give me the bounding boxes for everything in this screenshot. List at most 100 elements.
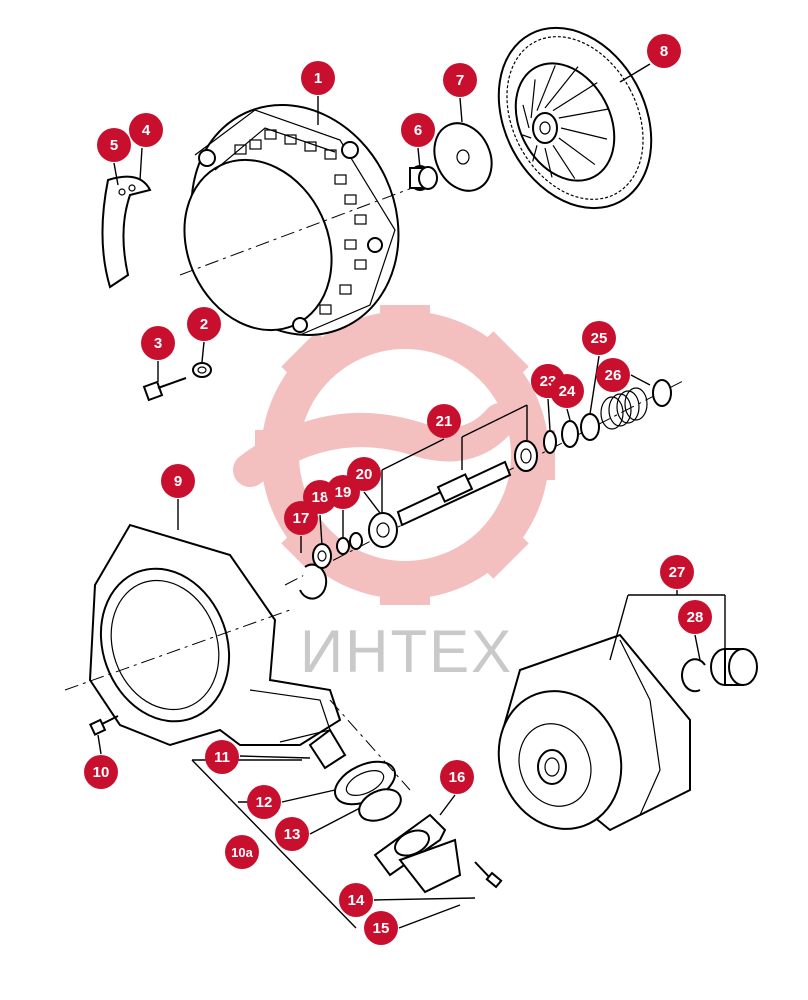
callout-1: 1 [301, 61, 335, 95]
callout-16: 16 [440, 760, 474, 794]
callout-label: 3 [154, 335, 162, 352]
leader-line [139, 147, 143, 181]
leader-line [363, 491, 381, 514]
fan-blade [558, 108, 609, 119]
leader-line [201, 341, 205, 363]
callout-27: 27 [660, 555, 694, 589]
callout-8: 8 [647, 34, 681, 68]
callout-label: 16 [449, 769, 466, 786]
part-drum-27 [497, 633, 691, 832]
part-bearing-20 [368, 512, 398, 548]
callouts: 1234567891010a11121314151617181920212223… [84, 34, 712, 945]
part-plate-11 [308, 728, 347, 770]
part-ring-18 [312, 543, 332, 569]
callout-label: 25 [591, 330, 608, 347]
housing-window [334, 174, 347, 185]
callout-label: 26 [605, 367, 622, 384]
part-bracket [101, 175, 152, 289]
fan-blade [560, 127, 608, 140]
callout-circle [247, 785, 281, 819]
part-ring-24 [580, 413, 600, 441]
leader-line [398, 904, 461, 929]
callout-label: 10a [231, 845, 253, 860]
callout-28: 28 [678, 600, 712, 634]
leader-line [694, 634, 701, 661]
callout-circle [678, 600, 712, 634]
callout-9: 9 [161, 464, 195, 498]
leader-line [417, 147, 421, 169]
part-cap-26 [652, 379, 672, 407]
callout-label: 20 [356, 466, 373, 483]
leader-line [191, 759, 357, 929]
callout-12: 12 [247, 785, 281, 819]
leader-line [439, 794, 456, 816]
callout-circle [141, 326, 175, 360]
part-bolt-10 [89, 715, 119, 736]
callout-7: 7 [443, 63, 477, 97]
housing-window [344, 194, 357, 205]
callout-label: 28 [687, 609, 704, 626]
callout-label: 17 [293, 510, 310, 527]
callout-label: 6 [414, 122, 422, 139]
callout-label: 13 [284, 826, 301, 843]
leader-line [309, 807, 361, 835]
housing-window [354, 259, 367, 270]
leader-line [609, 594, 629, 661]
housing-window [344, 239, 357, 250]
callout-circle [364, 911, 398, 945]
housing-window [304, 141, 317, 152]
leader-line [239, 755, 311, 759]
leader-line [566, 408, 571, 421]
callout-circle [301, 61, 335, 95]
callout-label: 10 [93, 764, 110, 781]
part-bearing-6 [409, 165, 438, 191]
leader-line [381, 438, 445, 471]
fan-blade [530, 79, 536, 119]
callout-label: 18 [312, 489, 329, 506]
callout-circle [187, 307, 221, 341]
callout-label: 12 [256, 794, 273, 811]
callout-10a: 10a [225, 835, 259, 869]
watermark-gear-tooth [380, 565, 430, 605]
callout-circle [205, 740, 239, 774]
leader-line [373, 897, 476, 901]
leader-line [547, 398, 551, 431]
housing-window [284, 134, 297, 145]
leader-line [281, 789, 336, 803]
callout-circle [275, 817, 309, 851]
callout-21: 21 [427, 404, 461, 438]
callout-circle [339, 883, 373, 917]
callout-2: 2 [187, 307, 221, 341]
part-bell-housing [179, 104, 421, 336]
housing-window [324, 149, 337, 160]
fan-blade [532, 145, 538, 162]
callout-label: 19 [335, 484, 352, 501]
callout-label: 15 [373, 920, 390, 937]
callout-14: 14 [339, 883, 373, 917]
callout-3: 3 [141, 326, 175, 360]
watermark-gear-tooth [281, 331, 345, 395]
fan-blade [558, 137, 596, 166]
fan-blade [552, 82, 598, 112]
housing-window [234, 144, 247, 155]
part-clutch-housing-9 [64, 523, 342, 747]
callout-6: 6 [401, 113, 435, 147]
callout-circle [347, 457, 381, 491]
leader-line [619, 63, 651, 83]
callout-circle [225, 835, 259, 869]
fan-blade [522, 104, 530, 129]
callout-26: 26 [596, 358, 630, 392]
callout-label: 5 [110, 137, 118, 154]
watermark-gear-tooth [380, 305, 430, 345]
part-bolt-3 [142, 377, 187, 402]
callout-15: 15 [364, 911, 398, 945]
callout-label: 8 [660, 43, 668, 60]
fan-blade [521, 134, 532, 139]
callout-label: 27 [669, 564, 686, 581]
callout-label: 2 [200, 316, 208, 333]
leader-line [589, 355, 600, 415]
part-circlip-17 [299, 563, 328, 600]
housing-window [354, 214, 367, 225]
part-sleeve-27 [710, 648, 758, 686]
